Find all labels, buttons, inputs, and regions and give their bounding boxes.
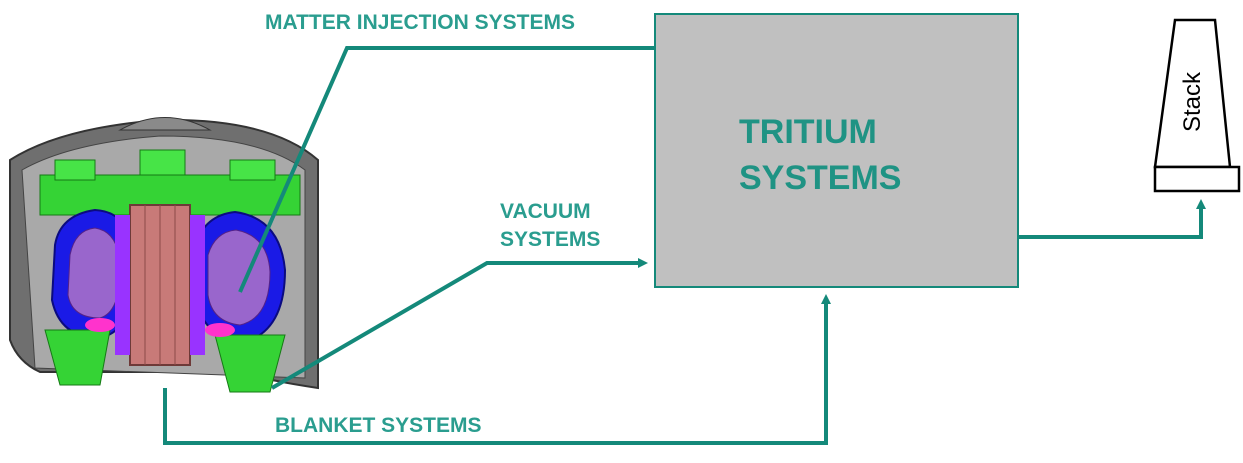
tritium-systems-label: TRITIUM SYSTEMS (739, 109, 901, 201)
stack-label: Stack (1179, 71, 1206, 133)
vacuum-label: VACUUM SYSTEMS (500, 198, 600, 254)
vacuum-connector (270, 258, 648, 390)
tritium-line1: TRITIUM (739, 113, 877, 151)
stack-connector (1019, 199, 1206, 239)
matter-injection-label: MATTER INJECTION SYSTEMS (265, 11, 575, 34)
stack-icon (1153, 18, 1241, 193)
matter-injection-connector (238, 46, 654, 293)
tokamak-reactor-icon (9, 117, 319, 393)
vacuum-line1: VACUUM (500, 200, 591, 223)
vacuum-line2: SYSTEMS (500, 228, 601, 251)
tritium-line2: SYSTEMS (739, 159, 902, 197)
blanket-label: BLANKET SYSTEMS (275, 414, 482, 437)
blanket-connector (163, 294, 831, 445)
tritium-systems-box: TRITIUM SYSTEMS (654, 13, 1019, 288)
